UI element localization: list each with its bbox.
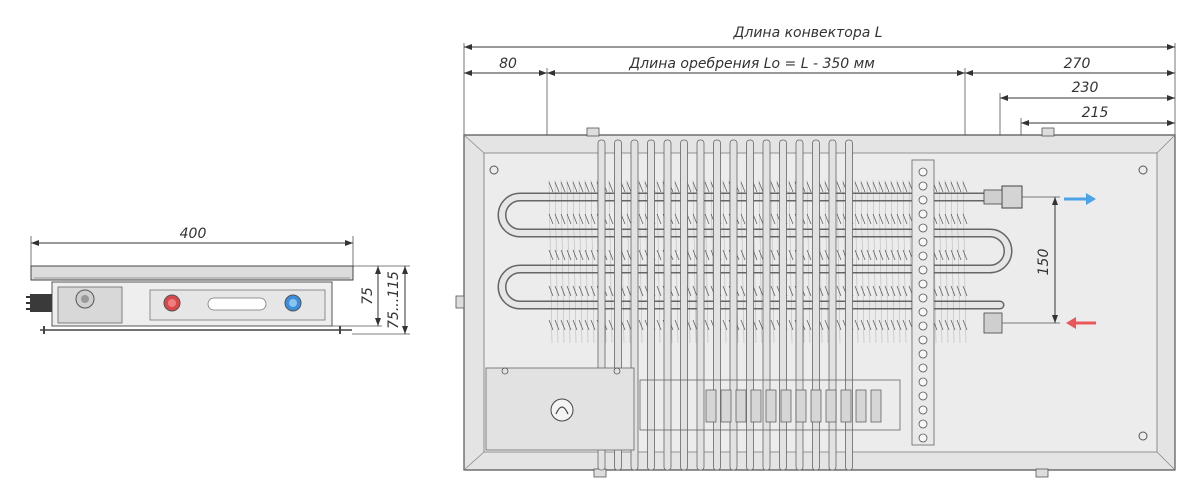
grille-rods (597, 139, 853, 471)
height-label: 75 (360, 287, 376, 305)
inlet-fitting-icon (983, 312, 1003, 334)
bracket-bolts (705, 389, 882, 423)
dim-150-label: 150 (1036, 249, 1052, 276)
width-label: 400 (180, 226, 207, 242)
fittings-row (639, 379, 901, 431)
dim-80-label: 80 (499, 56, 517, 72)
screw-icon (1138, 431, 1148, 441)
connector-icon (30, 294, 52, 312)
dim-230-label: 230 (1072, 80, 1099, 96)
side-view: 400 75 75...115 (26, 226, 410, 335)
screw-icon (1138, 165, 1148, 175)
perforated-strip (911, 159, 935, 446)
outlet-fitting-icon (1001, 185, 1023, 209)
strip-holes (918, 167, 928, 443)
brand-logo-icon (550, 398, 574, 422)
width-arrow-left (31, 240, 39, 246)
top-grille (30, 265, 354, 281)
top-view: Длина конвектора L 80 Длина оребрения Lo… (455, 25, 1176, 478)
fin-length-label: Длина оребрения Lo = L - 350 мм (628, 56, 875, 72)
heat-exchanger-tubes (497, 192, 1013, 310)
dim-270-label: 270 (1064, 56, 1091, 72)
width-arrow-right (345, 240, 353, 246)
dim-215-label: 215 (1082, 105, 1109, 121)
range-label: 75...115 (386, 271, 402, 329)
length-label: Длина конвектора L (732, 25, 882, 41)
arrow-left-icon (1066, 317, 1096, 329)
screw-icon (489, 165, 499, 175)
arrow-right-icon (1064, 193, 1096, 205)
